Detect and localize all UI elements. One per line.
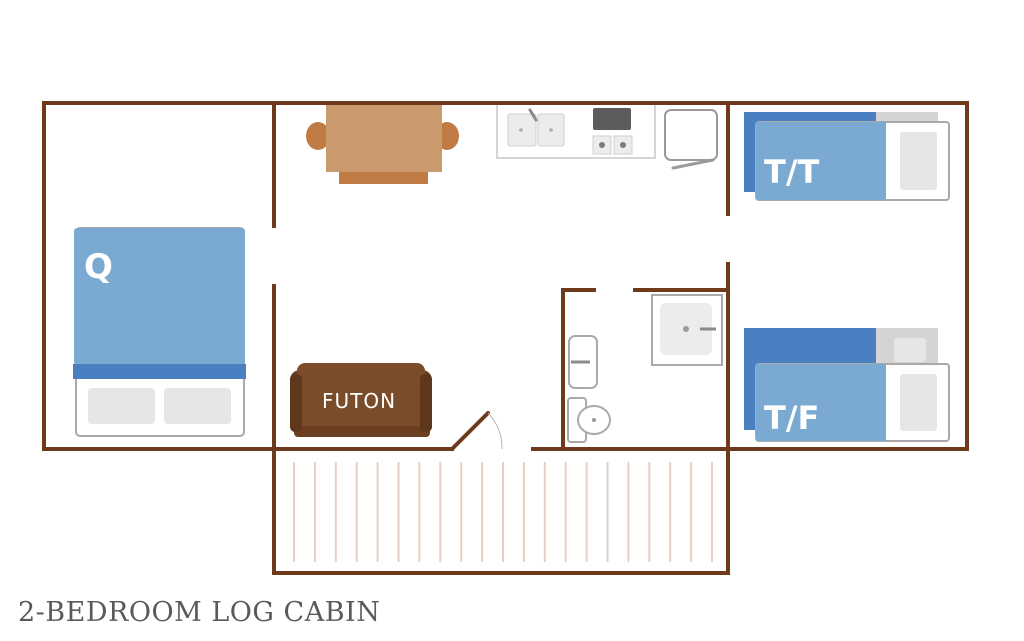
sink-icon (568, 335, 598, 389)
toilet-icon (567, 397, 611, 443)
bunk-bed-icon: T/F (744, 328, 950, 442)
stove-icon (592, 108, 633, 155)
deck-slats (293, 462, 713, 562)
bathroom (567, 294, 723, 443)
queen-bed-label: Q (84, 247, 113, 287)
fridge-icon (664, 109, 718, 170)
deck (293, 462, 713, 562)
dining-table-icon (306, 104, 459, 184)
bunk-bottom-label: T/F (764, 399, 819, 437)
queen-bed-icon: Q (73, 227, 246, 437)
bunk-bed-icon: T/T (744, 112, 950, 201)
futon-label: FUTON (322, 389, 396, 413)
walls (42, 101, 969, 575)
shower-icon (651, 294, 723, 366)
bunk-top-label: T/T (764, 153, 820, 191)
sink-icon (507, 108, 565, 147)
plan-title: 2-BEDROOM LOG CABIN (18, 597, 381, 628)
futon-icon: FUTON (290, 363, 432, 437)
door-swing-icon (450, 411, 503, 451)
kitchen-counter (496, 103, 656, 159)
